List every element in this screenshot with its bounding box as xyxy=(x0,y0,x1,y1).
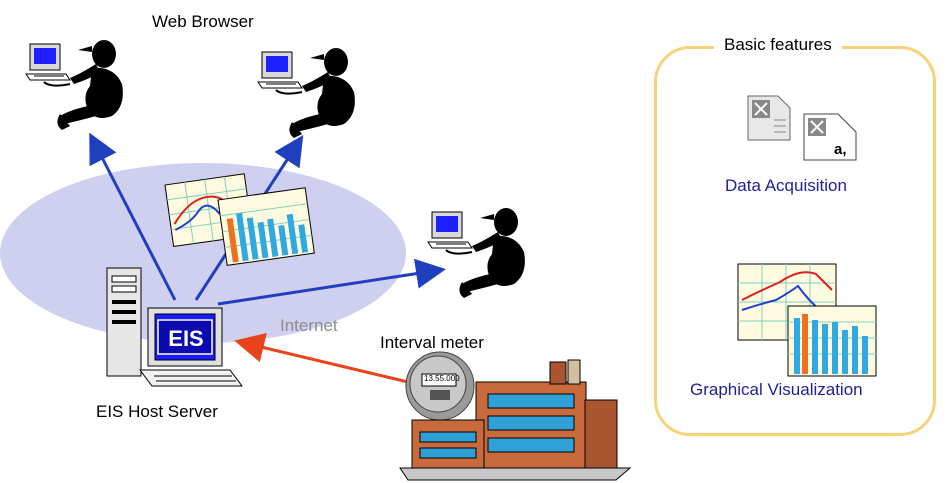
text-file-icon: a, xyxy=(803,113,857,161)
user-computer-icon-2 xyxy=(257,47,356,139)
interval-meter-icon xyxy=(405,351,475,421)
arrow-meter-to-server xyxy=(234,332,409,384)
eis-host-server-label: EIS Host Server xyxy=(96,402,218,421)
web-browser-label: Web Browser xyxy=(152,12,254,31)
user-computer-icon-1 xyxy=(25,39,124,131)
graphical-visualization-label: Graphical Visualization xyxy=(690,380,863,399)
meter-display-text: 13.55.000 xyxy=(424,374,460,383)
interval-meter-label: Interval meter xyxy=(380,333,484,352)
file-icon-letter: a, xyxy=(834,141,847,158)
arrow-to-user-3 xyxy=(217,258,446,306)
basic-features-title: Basic features xyxy=(714,35,842,55)
data-acquisition-label: Data Acquisition xyxy=(725,176,847,195)
building-icon xyxy=(399,359,632,481)
visualization-bar-chart-icon xyxy=(787,305,877,377)
basic-features-panel xyxy=(654,46,936,436)
excel-file-icon xyxy=(747,95,791,141)
user-computer-icon-3 xyxy=(427,207,526,299)
arrow-to-user-1 xyxy=(89,132,177,301)
eis-screen-label: EIS xyxy=(168,326,204,351)
visualization-line-chart-icon xyxy=(737,263,837,341)
internet-label: Internet xyxy=(280,316,338,335)
eis-server-icon xyxy=(106,267,243,387)
bar-chart-icon xyxy=(217,187,315,266)
